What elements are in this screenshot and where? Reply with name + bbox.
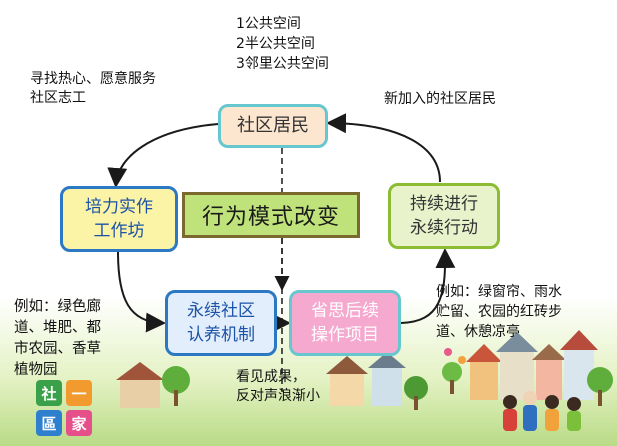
note-volunteers: 寻找热心、愿意服务 社区志工 [30, 71, 156, 106]
tree-row [162, 348, 613, 410]
logo-tile-2: 一 [66, 380, 92, 406]
node-behavior-change: 行为模式改变 [182, 192, 360, 238]
note-new-residents: 新加入的社区居民 [384, 91, 496, 107]
note-results: 看见成果， 反对声浪渐小 [236, 369, 320, 404]
note-right-examples: 例如：绿窗帘、雨水 贮留、农园的红砖步 道、休憩凉亭 [436, 284, 562, 340]
note-space-types: 1公共空间 2半公共空间 3邻里公共空间 [236, 16, 329, 72]
node-training-workshop: 培力实作 工作坊 [60, 186, 178, 252]
arrow-continue-to-residents [326, 113, 441, 183]
note-left-examples: 例如：绿色廊 道、堆肥、都 市农园、香草 植物园 [14, 299, 101, 378]
people-figures [503, 391, 581, 431]
logo-tile-4: 家 [66, 410, 92, 436]
node-follow-up-project: 省思后续 操作项目 [289, 290, 401, 356]
arrow-residents-to-training [107, 123, 219, 188]
node-continue-action: 持续进行 永续行动 [388, 183, 500, 249]
logo-tile-1: 社 [36, 380, 62, 406]
logo-tile-3: 區 [36, 410, 62, 436]
node-adoption-mechanism: 永续社区 认养机制 [165, 290, 277, 356]
arrow-project-to-continue [400, 248, 456, 324]
arrow-training-to-mechanism [117, 251, 166, 333]
node-residents: 社区居民 [218, 104, 328, 148]
